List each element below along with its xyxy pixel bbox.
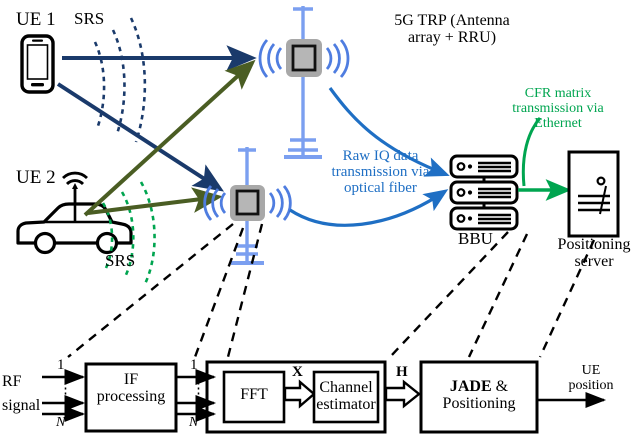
block-if-processing [84, 362, 178, 433]
jade-rest-text: Positioning [442, 395, 516, 413]
ue2-label: UE 2 [16, 167, 56, 188]
signal-h-label: H [396, 364, 408, 380]
srs-wavefronts-ue1 [93, 17, 147, 143]
trp-antenna-2 [230, 185, 265, 221]
signal-h-arrow [384, 379, 421, 409]
trp2-signal-arcs-right [268, 185, 292, 221]
block-label-fft: FFT [240, 386, 268, 403]
fiber-link-trp2 [289, 189, 449, 227]
projection-dashed-lines [67, 223, 596, 358]
mid-line-1-label: 1 [190, 357, 198, 373]
bbu-label: BBU [458, 229, 493, 248]
ethernet-curve [521, 117, 542, 187]
trp1-signal-arcs-left [258, 39, 283, 78]
srs-label-bottom: SRS [105, 251, 136, 270]
rf-input-lines [42, 368, 86, 423]
ue1-label: UE 1 [16, 9, 56, 30]
signal-x-arrow [283, 379, 316, 409]
block-channel-estimator [312, 370, 380, 424]
jade-amp-text: & [491, 378, 509, 395]
mid-line-dots: ⋮ [191, 381, 206, 397]
input-line-n-label: N [56, 415, 66, 430]
bbu-server-icon [449, 154, 519, 231]
input-line-dots: ⋮ [58, 381, 73, 397]
srs-wavefronts-ue2 [101, 181, 156, 287]
trp-tower-1 [284, 6, 322, 159]
signal-x-label: X [292, 364, 303, 380]
fiber-link-trp1 [328, 87, 450, 177]
input-line-1-label: 1 [57, 357, 65, 373]
trp2-signal-arcs-left [203, 185, 227, 221]
trp1-signal-arcs-right [325, 39, 350, 78]
block-label-jade-positioning: JADE &Positioning [421, 378, 537, 413]
ue1-to-trp2-arrow [56, 82, 225, 192]
ue2-to-trp2-arrow [87, 187, 223, 215]
ue1-phone-icon [20, 34, 55, 94]
block-jade-positioning [419, 360, 539, 434]
ue2-to-trp1-arrow [83, 59, 256, 217]
srs-label-top: SRS [74, 9, 105, 28]
mid-line-n-label: N [189, 415, 199, 430]
jade-bold-text: JADE [449, 378, 492, 395]
positioning-server-icon [567, 150, 620, 238]
trp-antenna-1 [286, 39, 322, 77]
